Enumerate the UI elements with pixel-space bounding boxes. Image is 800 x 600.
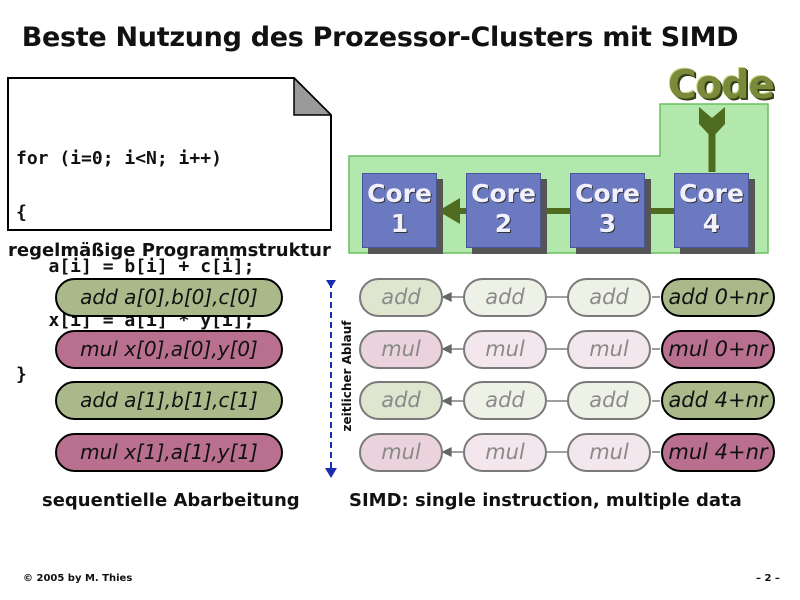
core-1: Core 1 [362,173,437,248]
copyright: © 2005 by M. Thies [23,573,133,584]
code-line: } [16,364,27,385]
simd-op-core-3: add [567,381,651,420]
simd-op-core-3: mul [567,330,651,369]
core-number: 1 [390,209,409,238]
simd-op-core-4: mul 4+nr [661,433,775,472]
seq-instruction: mul x[0],a[0],y[0] [55,330,283,369]
code-label: Code [668,63,775,108]
simd-op-core-4: add 0+nr [661,278,775,317]
simd-caption: SIMD: single instruction, multiple data [349,490,742,511]
simd-op-core-1: add [359,381,443,420]
code-snippet: for (i=0; i<N; i++) { a[i] = b[i] + c[i]… [16,114,254,420]
simd-op-core-1: mul [359,433,443,472]
code-line: { [16,202,27,223]
core-label: Core [679,179,744,208]
time-axis-label: zeitlicher Ablauf [340,320,354,432]
simd-op-core-1: add [359,278,443,317]
simd-op-core-1: mul [359,330,443,369]
simd-op-core-2: mul [463,433,547,472]
seq-instruction: mul x[1],a[1],y[1] [55,433,283,472]
simd-op-core-2: add [463,381,547,420]
simd-op-core-3: mul [567,433,651,472]
core-number: 2 [494,209,513,238]
core-2: Core 2 [466,173,541,248]
seq-instruction: add a[0],b[0],c[0] [55,278,283,317]
core-number: 3 [598,209,617,238]
core-3: Core 3 [570,173,645,248]
page-title: Beste Nutzung des Prozessor-Clusters mit… [21,22,739,53]
simd-op-core-3: add [567,278,651,317]
simd-op-core-4: mul 0+nr [661,330,775,369]
page-number: – 2 – [756,573,780,584]
simd-op-core-2: mul [463,330,547,369]
code-line: for (i=0; i<N; i++) [16,148,222,169]
core-number: 4 [702,209,721,238]
code-card-shape [7,77,332,231]
seq-instruction: add a[1],b[1],c[1] [55,381,283,420]
core-label: Core [575,179,640,208]
simd-op-core-4: add 4+nr [661,381,775,420]
code-line: a[i] = b[i] + c[i]; [16,256,255,277]
core-label: Core [471,179,536,208]
core-label: Core [367,179,432,208]
core-4: Core 4 [674,173,749,248]
code-card: for (i=0; i<N; i++) { a[i] = b[i] + c[i]… [7,77,332,384]
sequential-caption: sequentielle Abarbeitung [42,490,300,511]
simd-op-core-2: add [463,278,547,317]
code-caption: regelmäßige Programmstruktur [8,240,331,261]
